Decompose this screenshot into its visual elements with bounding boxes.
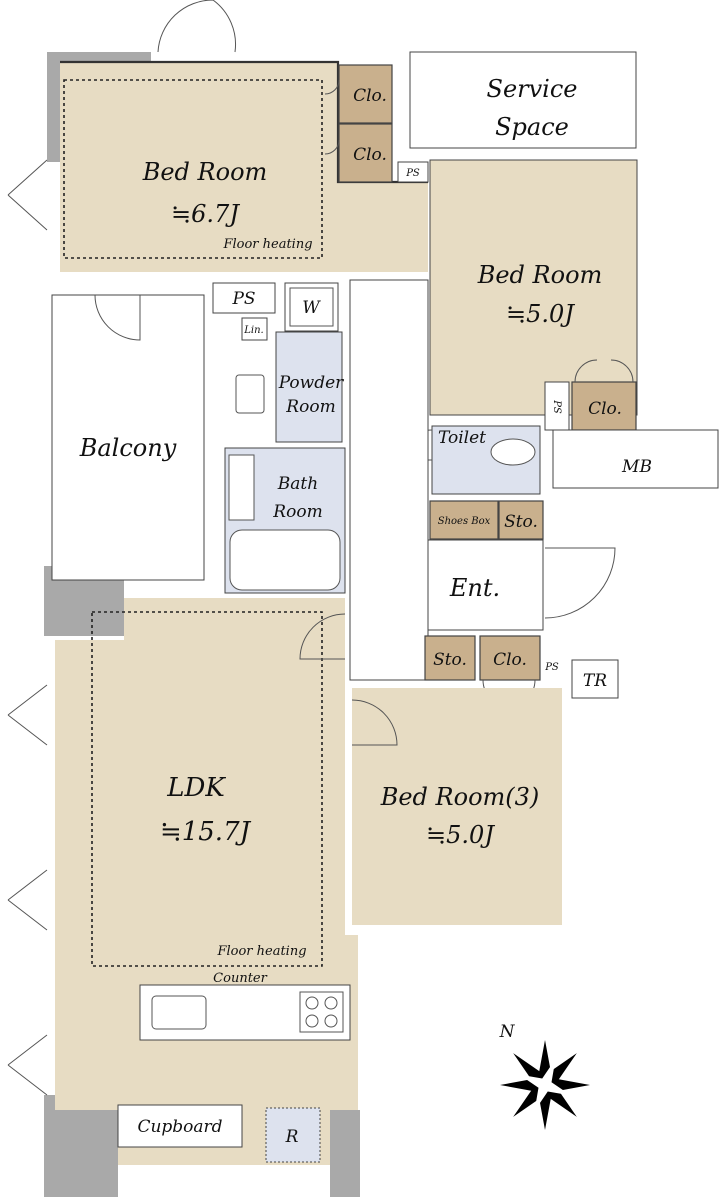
bedroom-1-name: Bed Room (142, 158, 268, 186)
service-space-line1: Service (487, 75, 578, 103)
closet-corridor-label: Clo. (493, 650, 527, 670)
bedroom-2-size: ≒5.0J (506, 300, 575, 328)
ps-label-laundry: PS (231, 289, 255, 309)
toilet-icon (490, 438, 536, 466)
shoes-box-label: Shoes Box (438, 516, 491, 527)
stove-icon (299, 991, 344, 1033)
ps-label-top: PS (405, 168, 420, 179)
trunk-room (571, 659, 619, 699)
entrance (427, 539, 544, 631)
closet-label-2: Clo. (353, 145, 387, 165)
refrigerator-space (265, 1107, 321, 1163)
service-space: Service Space (409, 51, 637, 149)
exterior-windows (7, 0, 237, 1096)
ldk-name: LDK (166, 773, 226, 803)
mb-label: MB (621, 457, 652, 477)
tr-label: TR (583, 671, 607, 691)
balcony: Balcony (51, 294, 205, 581)
balcony-label: Balcony (79, 434, 177, 462)
compass-north-label: N (499, 1022, 516, 1042)
storage-corridor (424, 635, 476, 681)
powder-room-line2: Room (285, 397, 335, 417)
ldk-size: ≒15.7J (160, 817, 252, 847)
refrigerator-label: R (285, 1127, 299, 1147)
shoes-box (429, 500, 499, 540)
washer-icon (289, 287, 334, 327)
counter-label: Counter (213, 971, 267, 986)
bath-room-line1: Bath (277, 474, 318, 494)
bedroom-3-name: Bed Room(3) (380, 783, 540, 811)
ldk: LDK ≒15.7J Floor heating (55, 598, 358, 1165)
linen-closet (241, 317, 268, 341)
corridor (349, 279, 429, 681)
powder-room-line1: Powder (278, 373, 344, 393)
bedroom-1-closets: Clo. Clo. (324, 64, 393, 183)
bedroom-1-floor-heating: Floor heating (222, 237, 312, 252)
powder-room: Powder Room (235, 331, 344, 443)
bedroom-2-name: Bed Room (477, 261, 603, 289)
ps-shaft-laundry (212, 282, 276, 314)
ps-label-right: PS (551, 399, 562, 414)
cupboard-label: Cupboard (137, 1117, 222, 1137)
bedroom-2: Bed Room ≒5.0J (429, 159, 638, 416)
closet-label-1: Clo. (353, 86, 387, 106)
linen-label: Lin. (243, 325, 263, 336)
bath-room: Bath Room (224, 447, 346, 594)
compass-icon: N (499, 1022, 590, 1130)
bedroom-2-closet (571, 381, 637, 431)
bedroom-3-size: ≒5.0J (426, 821, 495, 849)
bedroom-1: Bed Room ≒6.7J Floor heating (60, 60, 428, 272)
storage-corridor-label: Sto. (433, 650, 467, 670)
ps-shaft-right (544, 381, 570, 431)
storage-entrance (498, 500, 544, 540)
toilet: Toilet (401, 425, 541, 495)
washer-label: W (302, 298, 321, 318)
toilet-label: Toilet (438, 428, 486, 448)
ps-shaft-top (397, 161, 429, 183)
bedroom-1-size: ≒6.7J (171, 200, 240, 228)
storage-entrance-label: Sto. (504, 512, 538, 532)
sink-icon (235, 374, 265, 414)
closet-corridor (479, 635, 541, 681)
kitchen-counter: Counter (139, 971, 351, 1041)
bath-counter (228, 454, 255, 521)
bath-room-line2: Room (272, 502, 322, 522)
cupboard (117, 1104, 243, 1148)
entrance-label: Ent. (449, 574, 500, 602)
ldk-floor-heating: Floor heating (216, 944, 306, 959)
service-space-line2: Space (495, 113, 569, 141)
bathtub-icon (229, 529, 341, 591)
entrance-door (544, 547, 616, 619)
kitchen-sink-icon (151, 995, 207, 1030)
ps-label-corridor: PS (544, 662, 559, 673)
bedroom-3: Bed Room(3) ≒5.0J (351, 688, 562, 925)
bedroom-2-closet-label: Clo. (588, 399, 622, 419)
meter-box (552, 429, 719, 489)
